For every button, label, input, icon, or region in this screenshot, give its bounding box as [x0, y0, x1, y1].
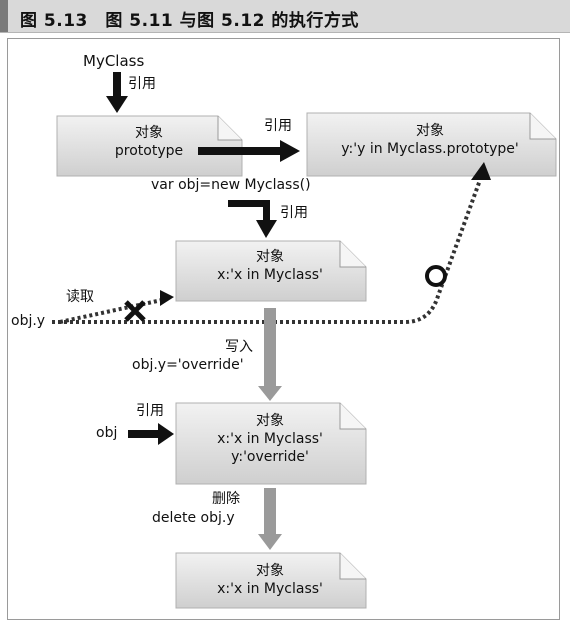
diagram-frame: [7, 38, 560, 620]
write-code-label: obj.y='override': [132, 357, 244, 373]
reference-label: 引用: [136, 403, 164, 419]
box-title: 对象: [416, 123, 444, 139]
arrow-new-to-obj: [228, 200, 277, 238]
box-obj-initial: [175, 240, 367, 302]
box-prototype-instance: [306, 112, 557, 177]
arrow-prototype-to-instance: [198, 140, 300, 162]
box-value: prototype: [114, 143, 184, 159]
figure-title: 图 5.13 图 5.11 与图 5.12 的执行方式: [20, 11, 359, 31]
box-title: 对象: [256, 413, 284, 429]
box-value: x:'x in Myclass': [217, 581, 323, 597]
myclass-label: MyClass: [83, 52, 145, 70]
lookup-path-success: [52, 162, 491, 324]
box-obj-override-text: 对象 x:'x in Myclass' y:'override': [180, 412, 360, 466]
box-title: 对象: [135, 125, 163, 141]
box-value: x:'x in Myclass': [217, 431, 323, 447]
new-object-code: var obj=new Myclass(): [151, 177, 311, 193]
obj-y-label: obj.y: [11, 313, 46, 329]
box-title: 对象: [256, 563, 284, 579]
box-obj-initial-text: 对象 x:'x in Myclass': [180, 248, 360, 284]
reference-label: 引用: [264, 118, 292, 134]
arrow-delete-down: [258, 488, 282, 550]
box-prototype-text: 对象 prototype: [60, 124, 238, 160]
reference-label: 引用: [280, 205, 308, 221]
box-title: 对象: [256, 249, 284, 265]
box-prototype-instance-text: 对象 y:'y in Myclass.prototype': [310, 122, 550, 158]
lookup-path-fail: [59, 290, 174, 324]
delete-code-label: delete obj.y: [152, 510, 235, 526]
arrow-myclass-down: [106, 72, 128, 113]
title-accent-mark: [0, 0, 8, 32]
obj-label: obj: [96, 425, 118, 441]
reference-label: 引用: [128, 76, 156, 92]
arrow-write-down: [258, 308, 282, 401]
box-obj-override: [175, 402, 367, 485]
read-label: 读取: [66, 289, 94, 305]
box-value: y:'y in Myclass.prototype': [341, 141, 519, 157]
success-circle-icon: [425, 265, 447, 287]
box-prototype: [56, 115, 243, 177]
box-obj-deleted-text: 对象 x:'x in Myclass': [180, 562, 360, 598]
figure-title-bar: 图 5.13 图 5.11 与图 5.12 的执行方式: [0, 0, 570, 33]
write-label: 写入: [225, 339, 253, 355]
box-value: y:'override': [231, 449, 309, 465]
box-obj-deleted: [175, 552, 367, 609]
delete-label: 删除: [212, 491, 240, 507]
fail-cross-icon: [124, 300, 146, 322]
arrow-obj-reference: [128, 423, 174, 445]
box-value: x:'x in Myclass': [217, 267, 323, 283]
